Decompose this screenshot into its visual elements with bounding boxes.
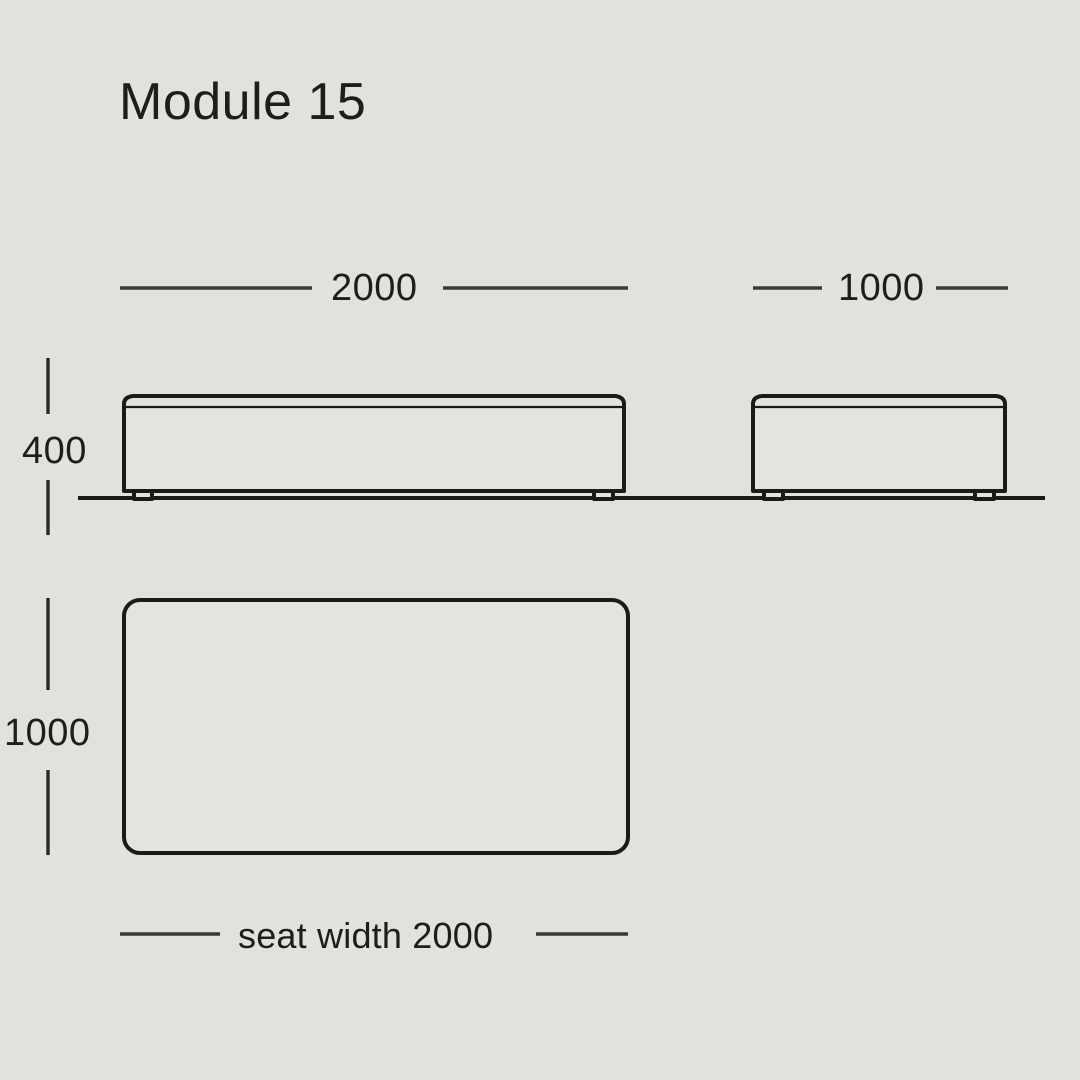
front-elevation-foot-left: [132, 489, 154, 501]
side-elevation-foot-left: [762, 489, 785, 501]
front-elevation: [122, 394, 626, 501]
side-elevation-foot-right: [973, 489, 996, 501]
dimension-label-front-width: 2000: [331, 267, 418, 309]
plan-view: [122, 598, 630, 855]
side-elevation: [751, 394, 1007, 501]
dimension-label-height: 400: [22, 430, 87, 472]
caption-seat-width: seat width 2000: [238, 915, 494, 956]
dimension-label-depth: 1000: [4, 712, 91, 754]
dimension-label-side-width: 1000: [838, 267, 925, 309]
front-elevation-foot-right: [592, 489, 615, 501]
page-title: Module 15: [119, 73, 367, 131]
